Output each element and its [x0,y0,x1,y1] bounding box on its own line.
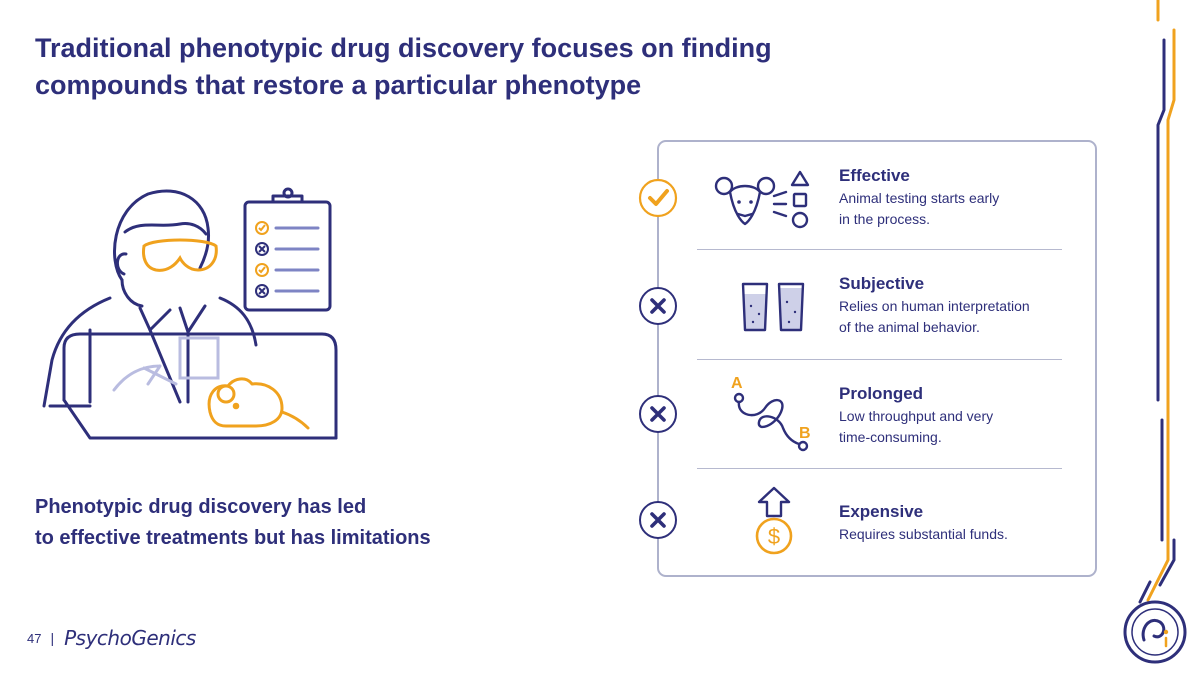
summary-line-2: to effective treatments but has limitati… [35,527,431,549]
description-line-1: Requires substantial funds. [839,526,1008,542]
attribute-description: Low throughput and very time-consuming. [839,406,1079,448]
attribute-effective: Effective Animal testing starts early in… [638,162,1099,262]
page-number: 47 [27,630,42,646]
attribute-prolonged: A B Prolonged Low throughput and very ti… [639,375,1099,480]
cross-status-icon [639,287,677,325]
attribute-subjective: Subjective Relies on human interpretatio… [639,270,1099,370]
attribute-description: Animal testing starts early in the proce… [839,188,1079,230]
attribute-expensive: $ Expensive Requires substantial funds. [639,486,1099,588]
winding-path-icon: A B [731,375,811,452]
check-status-icon [638,178,678,218]
divider [697,249,1062,250]
attributes-panel: Effective Animal testing starts early in… [638,140,1099,577]
description-line-2: of the animal behavior. [839,319,980,335]
summary-line-1: Phenotypic drug discovery has led [35,496,367,518]
cross-status-icon [639,395,677,433]
divider [697,468,1062,469]
beakers-icon [741,282,805,332]
cross-status-icon [639,501,677,539]
attribute-title: Effective [839,166,910,185]
dollar-symbol: $ [768,524,780,549]
description-line-1: Animal testing starts early [839,190,1000,206]
description-line-2: in the process. [839,211,931,227]
summary-statement: Phenotypic drug discovery has led to eff… [35,492,595,554]
attribute-title: Subjective [839,274,925,293]
dollar-up-icon: $ [755,486,793,555]
divider [697,359,1062,360]
footer-separator: | [50,630,55,646]
attribute-title: Expensive [839,502,924,521]
attribute-description: Relies on human interpretation of the an… [839,296,1079,338]
page-title: Traditional phenotypic drug discovery fo… [35,33,772,100]
decorative-circuit-lines [1123,0,1187,664]
path-label-b: B [799,425,811,442]
footer: 47 | PsychoGenics [27,626,196,650]
path-label-a: A [731,375,743,392]
description-line-2: time-consuming. [839,429,942,445]
description-line-1: Relies on human interpretation [839,298,1030,314]
mouse-shapes-icon [714,170,810,229]
attribute-title: Prolonged [839,384,924,403]
description-line-1: Low throughput and very [839,408,994,424]
attribute-description: Requires substantial funds. [839,524,1079,545]
scientist-mouse-illustration [42,187,338,440]
brand-logo: PsychoGenics [64,626,196,650]
